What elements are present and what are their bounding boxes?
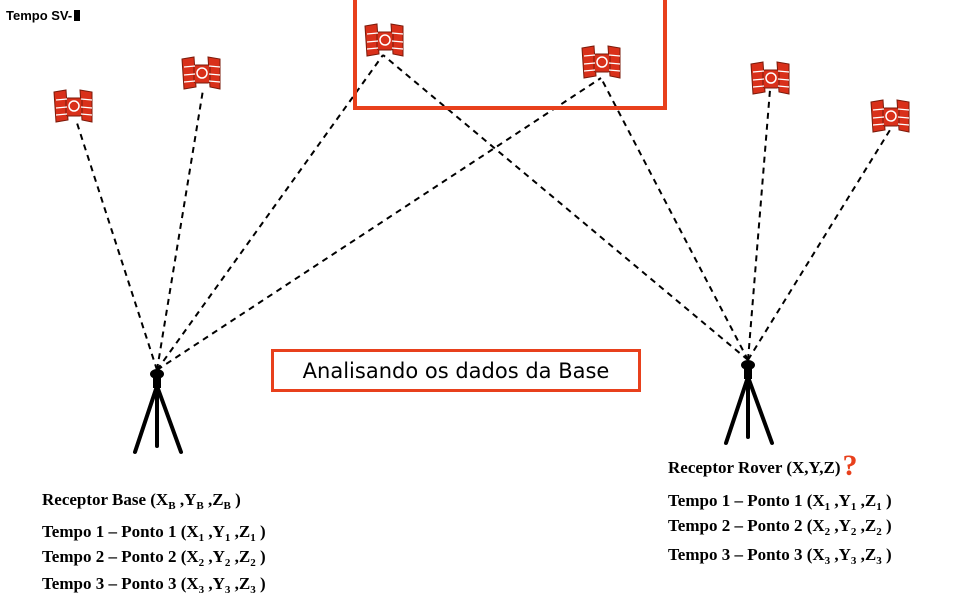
signal-line-rover-sat6 — [747, 129, 891, 361]
rover-receiver-tripod-icon — [724, 360, 774, 445]
status-box: Analisando os dados da Base — [271, 349, 641, 392]
rover-time-line-3: Tempo 3 – Ponto 3 (X3 ,Y3 ,Z3 ) — [668, 545, 892, 567]
signal-line-rover-sat4 — [600, 77, 749, 361]
rover-time-line-2: Tempo 2 – Ponto 2 (X2 ,Y2 ,Z2 ) — [668, 516, 892, 538]
satellite-icon — [364, 23, 404, 57]
base-time-line-1: Tempo 1 – Ponto 1 (X1 ,Y1 ,Z1 ) — [42, 522, 266, 544]
header-label: Tempo SV- — [6, 8, 81, 23]
signal-line-rover-sat3 — [382, 54, 749, 361]
rover-receiver-title: Receptor Rover (X,Y,Z)? — [668, 449, 858, 482]
satellite-icon — [870, 99, 910, 133]
header-text: Tempo SV- — [6, 8, 73, 23]
status-text: Analisando os dados da Base — [302, 358, 610, 383]
cursor-block — [74, 10, 81, 21]
rover-time-line-1: Tempo 1 – Ponto 1 (X1 ,Y1 ,Z1 ) — [668, 491, 892, 513]
base-time-line-2: Tempo 2 – Ponto 2 (X2 ,Y2 ,Z2 ) — [42, 547, 266, 569]
base-receiver-tripod-icon — [133, 369, 183, 454]
signal-line-base-sat3 — [156, 54, 384, 371]
signal-line-rover-sat5 — [747, 89, 771, 361]
satellite-icon — [750, 61, 790, 95]
signal-line-base-sat2 — [156, 89, 204, 371]
base-receiver-title: Receptor Base (XB ,YB ,ZB ) — [42, 490, 241, 512]
satellite-icon — [581, 45, 621, 79]
satellite-icon — [53, 89, 93, 123]
base-time-line-3: Tempo 3 – Ponto 3 (X3 ,Y3 ,Z3 ) — [42, 574, 266, 596]
question-mark: ? — [842, 449, 858, 482]
highlight-box — [353, 0, 667, 110]
signal-line-base-sat4 — [156, 77, 602, 371]
signal-line-base-sat1 — [75, 119, 158, 371]
satellite-icon — [181, 56, 221, 90]
